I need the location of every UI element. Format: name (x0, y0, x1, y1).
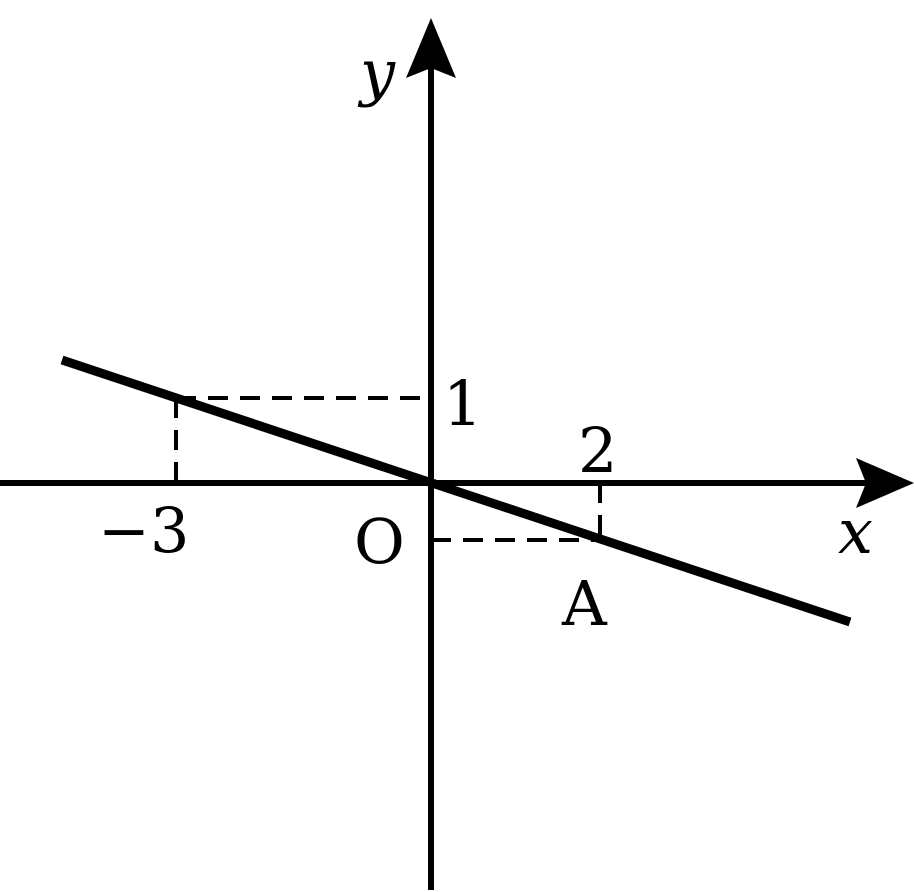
y-axis-label: y (357, 36, 396, 109)
x-axis-arrowhead (856, 458, 914, 508)
tick-label-x-2: 2 (578, 414, 617, 487)
x-axis-label: x (838, 495, 873, 568)
origin-label: O (354, 505, 405, 578)
tick-label-x-neg3: −3 (98, 494, 189, 567)
point-a-label: A (561, 567, 608, 640)
graph-line (60, 355, 852, 627)
tick-label-y-1: 1 (443, 367, 482, 440)
y-axis-arrowhead (406, 18, 456, 78)
